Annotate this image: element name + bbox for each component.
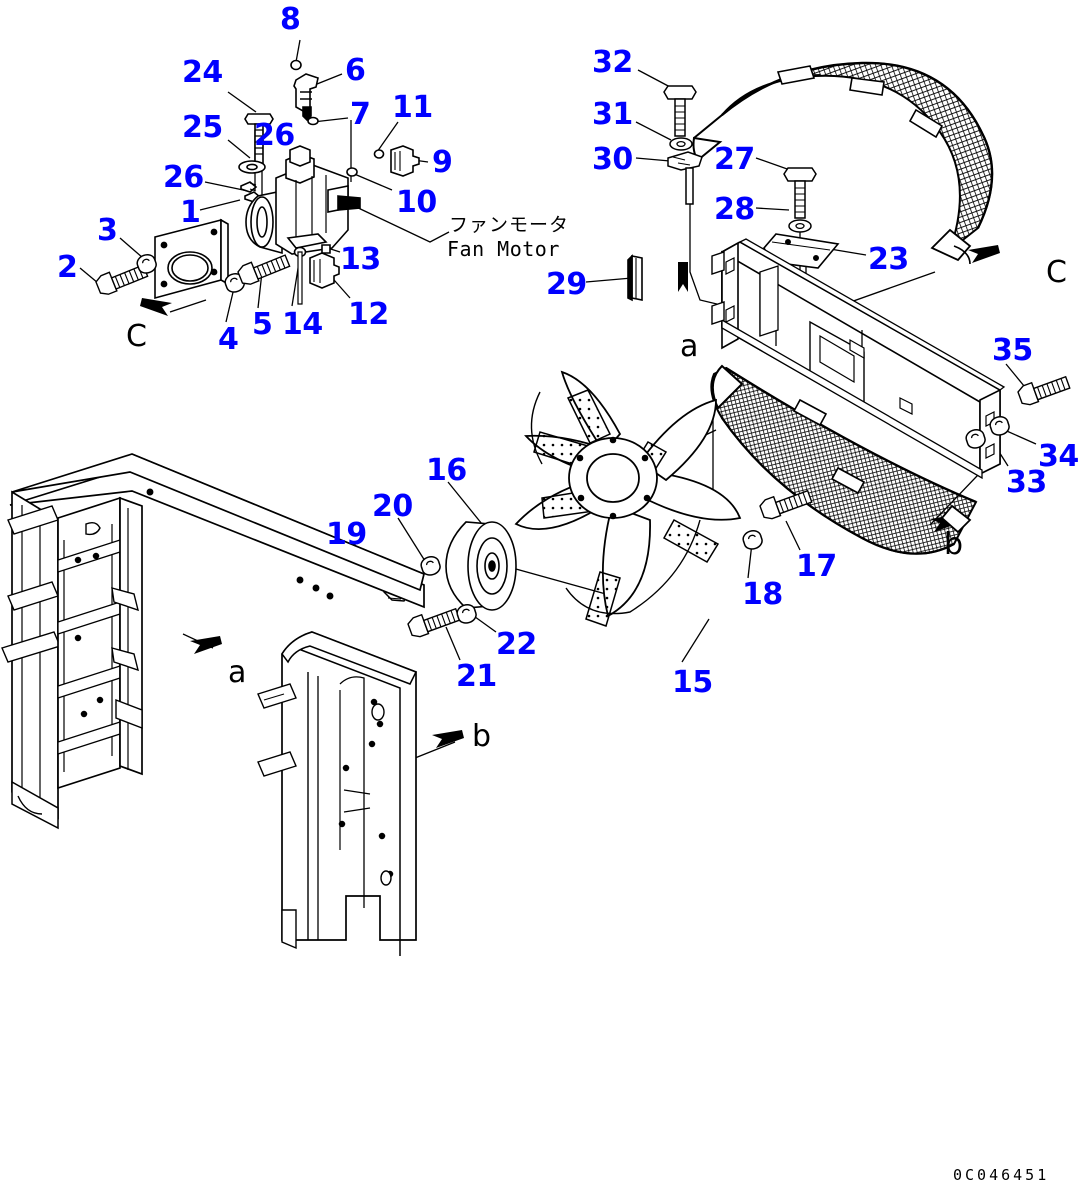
side-cover-panel	[257, 631, 418, 956]
callout-1[interactable]: 1	[180, 195, 201, 230]
part-1-fan-motor-body	[245, 145, 361, 255]
callout-11[interactable]: 11	[392, 90, 433, 125]
callout-30[interactable]: 30	[592, 142, 633, 177]
callout-28[interactable]: 28	[714, 192, 755, 227]
fan-motor-label-jp: ファンモータ	[449, 214, 570, 236]
callout-32[interactable]: 32	[592, 45, 633, 80]
callout-33[interactable]: 33	[1006, 465, 1047, 500]
callout-23[interactable]: 23	[868, 242, 909, 277]
part-18-washer	[740, 527, 765, 552]
callout-20[interactable]: 20	[372, 489, 413, 524]
callout-8[interactable]: 8	[280, 2, 301, 37]
part-31-washer	[669, 137, 693, 151]
callout-21[interactable]: 21	[456, 659, 497, 694]
reference-letter-b-5: b	[472, 719, 492, 754]
reference-letter-c-0: C	[126, 319, 147, 354]
part-25-washer	[238, 160, 266, 174]
reference-letter-c-2: C	[1046, 255, 1067, 290]
callout-19[interactable]: 19	[326, 517, 367, 552]
part-30-clamp	[667, 151, 703, 205]
part-9-fitting	[390, 145, 420, 177]
part-32-bolt	[663, 85, 697, 137]
callout-17[interactable]: 17	[796, 549, 837, 584]
part-7-pin	[307, 116, 319, 126]
upper-fan-guard	[692, 61, 994, 265]
callout-29[interactable]: 29	[546, 267, 587, 302]
callout-10[interactable]: 10	[396, 185, 437, 220]
callout-12[interactable]: 12	[348, 297, 389, 332]
part-16-fan-spacer	[445, 521, 517, 611]
part-5-bolt	[235, 248, 292, 288]
callout-14[interactable]: 14	[282, 307, 323, 342]
callout-6[interactable]: 6	[345, 53, 366, 88]
callout-25[interactable]: 25	[182, 110, 223, 145]
radiator-frame-assembly	[1, 453, 426, 830]
fan-motor-assembly	[93, 59, 420, 305]
callout-3[interactable]: 3	[97, 213, 118, 248]
part-10-plug	[346, 167, 358, 177]
part-35-bolt	[1015, 370, 1072, 408]
part-12-fitting	[309, 244, 340, 289]
part-8-oring	[290, 59, 302, 71]
reference-letter-a-1: a	[680, 329, 699, 364]
part-27-bolt	[783, 167, 817, 219]
callout-5[interactable]: 5	[252, 307, 273, 342]
callout-13[interactable]: 13	[340, 242, 381, 277]
callout-26b[interactable]: 26	[163, 160, 204, 195]
callout-27[interactable]: 27	[714, 142, 755, 177]
callout-24[interactable]: 24	[182, 55, 223, 90]
part-29-plate	[627, 254, 643, 302]
callout-7[interactable]: 7	[350, 97, 371, 132]
mounting-plate	[154, 218, 229, 300]
part-21-bolt	[405, 602, 462, 640]
callout-9[interactable]: 9	[432, 145, 453, 180]
callout-22[interactable]: 22	[496, 627, 537, 662]
part-15-fan-blade	[514, 370, 742, 627]
callout-18[interactable]: 18	[742, 577, 783, 612]
callout-16[interactable]: 16	[426, 453, 467, 488]
part-6-fitting	[293, 73, 319, 122]
part-28-washer	[788, 219, 812, 233]
callout-35[interactable]: 35	[992, 333, 1033, 368]
reference-letter-a-4: a	[228, 655, 247, 690]
part-11-oring	[373, 149, 385, 159]
drawing-number: 0C046451	[953, 1166, 1050, 1184]
part-14-pin	[297, 251, 303, 305]
callout-34[interactable]: 34	[1038, 439, 1079, 474]
callout-31[interactable]: 31	[592, 97, 633, 132]
fan-shroud-frame	[711, 238, 1006, 480]
lower-fan-guard	[710, 364, 978, 555]
part-26-clamp-upper	[240, 181, 258, 193]
callout-26[interactable]: 26	[254, 118, 295, 153]
callout-4[interactable]: 4	[218, 322, 239, 357]
reference-letter-b-3: b	[944, 527, 964, 562]
callout-15[interactable]: 15	[672, 665, 713, 700]
fan-motor-label-en: Fan Motor	[447, 237, 560, 261]
callout-2[interactable]: 2	[57, 250, 78, 285]
